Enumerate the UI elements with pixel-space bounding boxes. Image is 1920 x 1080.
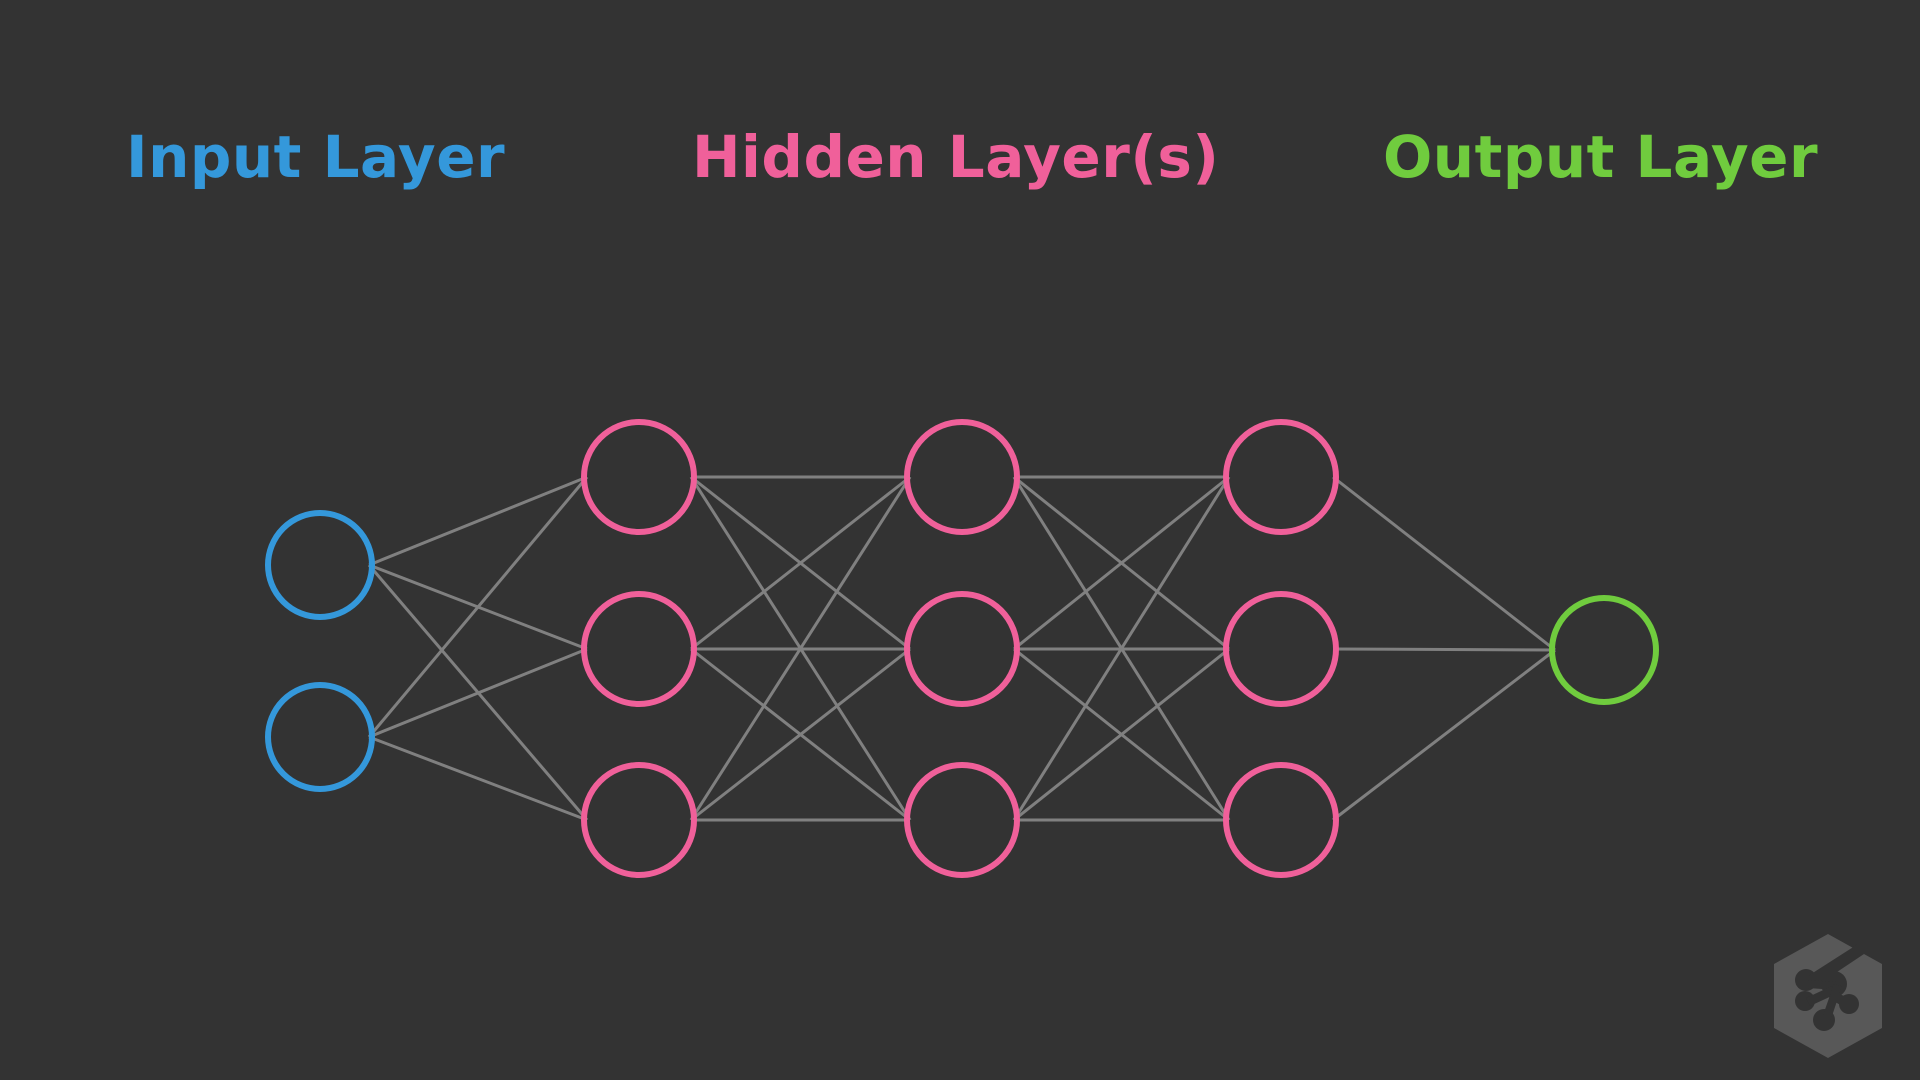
hidden-node (904, 591, 1020, 707)
input-node (265, 682, 375, 792)
hidden-node (904, 419, 1020, 535)
neuron-glyph-icon (1795, 944, 1864, 1031)
connection-line (1012, 476, 1231, 821)
connection-line (367, 476, 589, 738)
output-node (1549, 595, 1659, 705)
hidden-node (581, 419, 697, 535)
hidden-node (581, 762, 697, 878)
input-layer-label: Input Layer (126, 123, 506, 191)
output-layer-label: Output Layer (1383, 123, 1819, 191)
codecademy-logo-watermark (1774, 934, 1882, 1058)
hidden-node (1223, 419, 1339, 535)
connection-line (689, 476, 912, 821)
hidden-layer-label: Hidden Layer(s) (692, 123, 1220, 191)
connection-line (1332, 647, 1556, 652)
connection-line (690, 475, 911, 651)
connection-line (368, 475, 588, 567)
hidden-node (1223, 591, 1339, 707)
connection-line (368, 735, 588, 822)
input-node (265, 510, 375, 620)
connection-line (1332, 648, 1556, 822)
connection-line (1013, 475, 1230, 651)
hidden-node (904, 762, 1020, 878)
hidden-node (1223, 762, 1339, 878)
hidden-node (581, 591, 697, 707)
connection-line (1332, 475, 1556, 652)
connection-line (690, 647, 911, 822)
connections-group (367, 475, 1556, 822)
connection-line (1013, 647, 1230, 822)
nodes-group (265, 419, 1659, 878)
connection-line (368, 647, 588, 739)
